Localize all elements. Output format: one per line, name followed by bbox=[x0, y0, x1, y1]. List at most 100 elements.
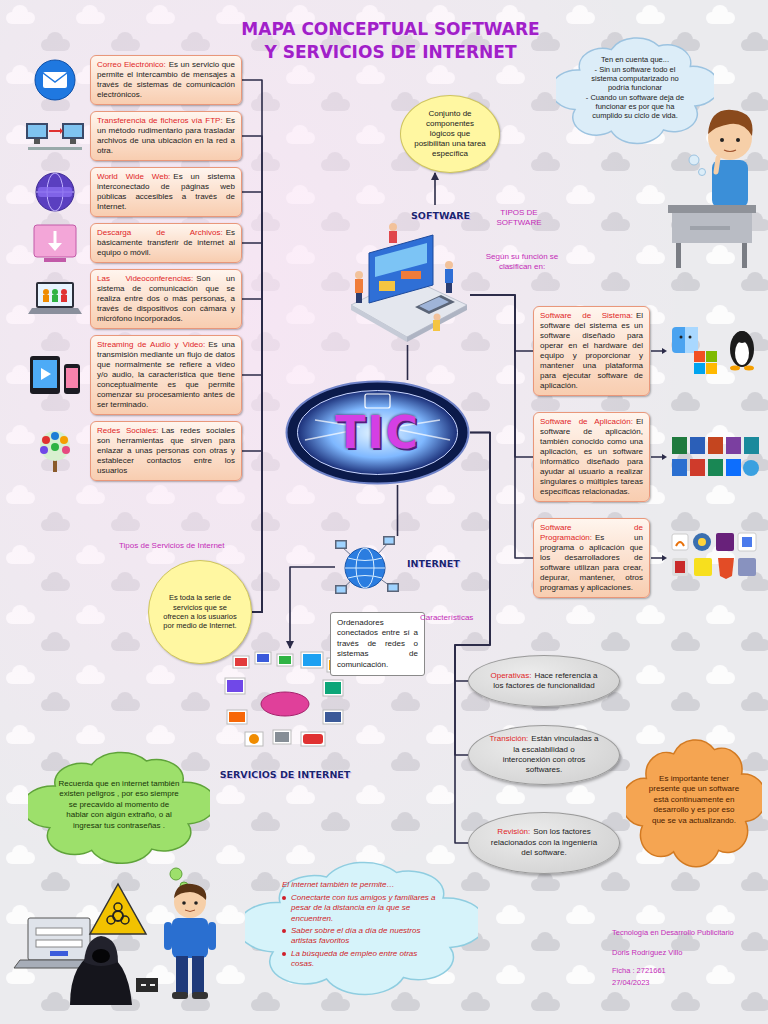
text-block: Descarga de Archivos:Es básicamente tran… bbox=[97, 228, 235, 258]
text-block: Streaming de Audio y Video:Es una transm… bbox=[97, 340, 235, 410]
services-collage-part bbox=[257, 654, 269, 662]
item-heading: Revisión: bbox=[497, 827, 530, 836]
text-block: Redes Sociales:Las redes sociales son he… bbox=[97, 426, 235, 476]
social-network-icon-part bbox=[40, 431, 70, 461]
tic-text: TIC bbox=[335, 407, 420, 458]
thinking-boy-part bbox=[672, 213, 752, 243]
service-box: Redes Sociales:Las redes sociales son he… bbox=[90, 421, 242, 481]
programming-software-icons-part bbox=[738, 533, 756, 551]
text-block: Correo Electrónico:Es un servicio que pe… bbox=[97, 60, 235, 100]
text-block: Revisión:Son los factores relacionados c… bbox=[489, 827, 599, 858]
node-label: SERVICIOS DE INTERNET bbox=[215, 769, 355, 780]
tic-emblem: TIC bbox=[285, 380, 470, 485]
connector bbox=[470, 295, 533, 351]
system-software-icons-part bbox=[735, 341, 749, 365]
connector bbox=[242, 299, 262, 612]
cloud-text: - Sin un software todo el sistema comput… bbox=[581, 65, 689, 93]
globe-illustration-part bbox=[389, 585, 398, 591]
application-software-icons-part bbox=[690, 437, 705, 454]
application-software-icons-part bbox=[744, 437, 759, 454]
footer-text: Doris Rodríguez Villo bbox=[612, 948, 682, 957]
cloud-text: Es importante tener presente que un soft… bbox=[648, 774, 740, 826]
item-heading: Las Videoconferencias: bbox=[97, 274, 193, 283]
cloud-text: El internet también te permite… bbox=[282, 880, 441, 890]
bullet-item: La búsqueda de empleo entre otras cosas. bbox=[282, 949, 441, 970]
videoconference-icon-part bbox=[43, 295, 49, 302]
footer-text: 27/04/2023 bbox=[612, 978, 650, 987]
services-collage-part bbox=[227, 680, 243, 692]
email-icon-part bbox=[35, 60, 75, 100]
ftp-icon-part bbox=[26, 123, 48, 139]
text-block: Software de Aplicación:El software de ap… bbox=[540, 417, 643, 497]
globe-illustration-part bbox=[385, 538, 394, 544]
application-software-icons-part bbox=[726, 437, 741, 454]
software-illustration-part bbox=[401, 271, 421, 279]
services-collage-part bbox=[255, 652, 271, 664]
videoconference-icon bbox=[24, 276, 86, 322]
warning-illustration-part bbox=[114, 903, 122, 911]
services-collage-part bbox=[325, 712, 341, 722]
warning-illustration-part bbox=[36, 940, 82, 947]
definition-ellipse: Conjunto de componentes lógicos que posi… bbox=[400, 95, 500, 173]
connector bbox=[290, 567, 335, 648]
software-illustration-part bbox=[434, 314, 441, 321]
thinking-boy-part bbox=[736, 138, 740, 142]
standing-boy-part bbox=[164, 922, 172, 950]
videoconference-icon-part bbox=[28, 308, 82, 314]
programming-software-icons-part bbox=[718, 558, 734, 579]
videoconference-icon-part bbox=[52, 295, 58, 302]
item-text: Es una transmisión mediante un flujo de … bbox=[97, 340, 235, 409]
connector bbox=[470, 295, 533, 558]
email-icon-part bbox=[43, 73, 67, 82]
standing-boy-part bbox=[185, 910, 195, 912]
videoconference-icon-part bbox=[61, 289, 67, 295]
system-software-icons-part bbox=[685, 327, 698, 353]
application-software-icons-part bbox=[708, 437, 723, 454]
streaming-icon-part bbox=[41, 368, 51, 380]
download-icon-part bbox=[48, 243, 62, 251]
connector bbox=[455, 433, 490, 756]
connector bbox=[434, 173, 436, 205]
warning-illustration-part bbox=[107, 916, 115, 924]
services-collage-part bbox=[235, 658, 247, 666]
section-label: Características bbox=[420, 613, 473, 623]
services-collage-part bbox=[233, 656, 249, 668]
warning-illustration-part bbox=[141, 984, 155, 986]
videoconference-icon-part bbox=[43, 289, 49, 295]
item-text: El software de aplicación, también conoc… bbox=[540, 417, 643, 496]
connector bbox=[242, 243, 262, 612]
globe-illustration-part bbox=[337, 587, 346, 593]
section-label: Según su función se clasifican en: bbox=[482, 252, 562, 271]
node-label: INTERNET bbox=[407, 558, 460, 569]
feature-ellipse: Operativas:Hace referencia a los factore… bbox=[468, 655, 620, 707]
services-collage-part bbox=[325, 682, 341, 694]
standing-boy-part bbox=[194, 901, 198, 905]
social-network-icon-part bbox=[42, 436, 50, 444]
application-software-icons-part bbox=[672, 437, 687, 454]
software-illustration-part bbox=[389, 231, 397, 243]
software-illustration-part bbox=[389, 223, 397, 231]
service-box: World Wide Web:Es un sistema interconect… bbox=[90, 167, 242, 217]
feature-ellipse: Transición:Están vinculadas a la escalab… bbox=[468, 725, 620, 785]
services-collage-part bbox=[273, 730, 291, 744]
services-collage-part bbox=[249, 734, 259, 744]
programming-software-icons-part bbox=[742, 537, 752, 547]
programming-software-icons-part bbox=[672, 558, 688, 576]
tic-inner bbox=[298, 391, 458, 475]
thinking-boy-part bbox=[676, 243, 681, 268]
services-collage-part bbox=[323, 680, 343, 696]
system-software-icons-part bbox=[706, 363, 717, 374]
download-icon-part bbox=[34, 225, 76, 257]
system-software-icons bbox=[650, 321, 762, 381]
service-box: Las Videoconferencias:Son un sistema de … bbox=[90, 269, 242, 329]
thinking-boy-part bbox=[699, 169, 706, 176]
cloud-shape bbox=[556, 38, 714, 144]
bullet-text: Conectarte con tus amigos y familiares a… bbox=[291, 893, 441, 924]
system-software-icons-part bbox=[689, 336, 692, 339]
benefits-cloud: El internet también te permite… Conectart… bbox=[245, 850, 478, 1000]
bullet-dot bbox=[282, 896, 286, 900]
software-illustration-part bbox=[355, 271, 363, 279]
streaming-icon-part bbox=[64, 364, 80, 394]
